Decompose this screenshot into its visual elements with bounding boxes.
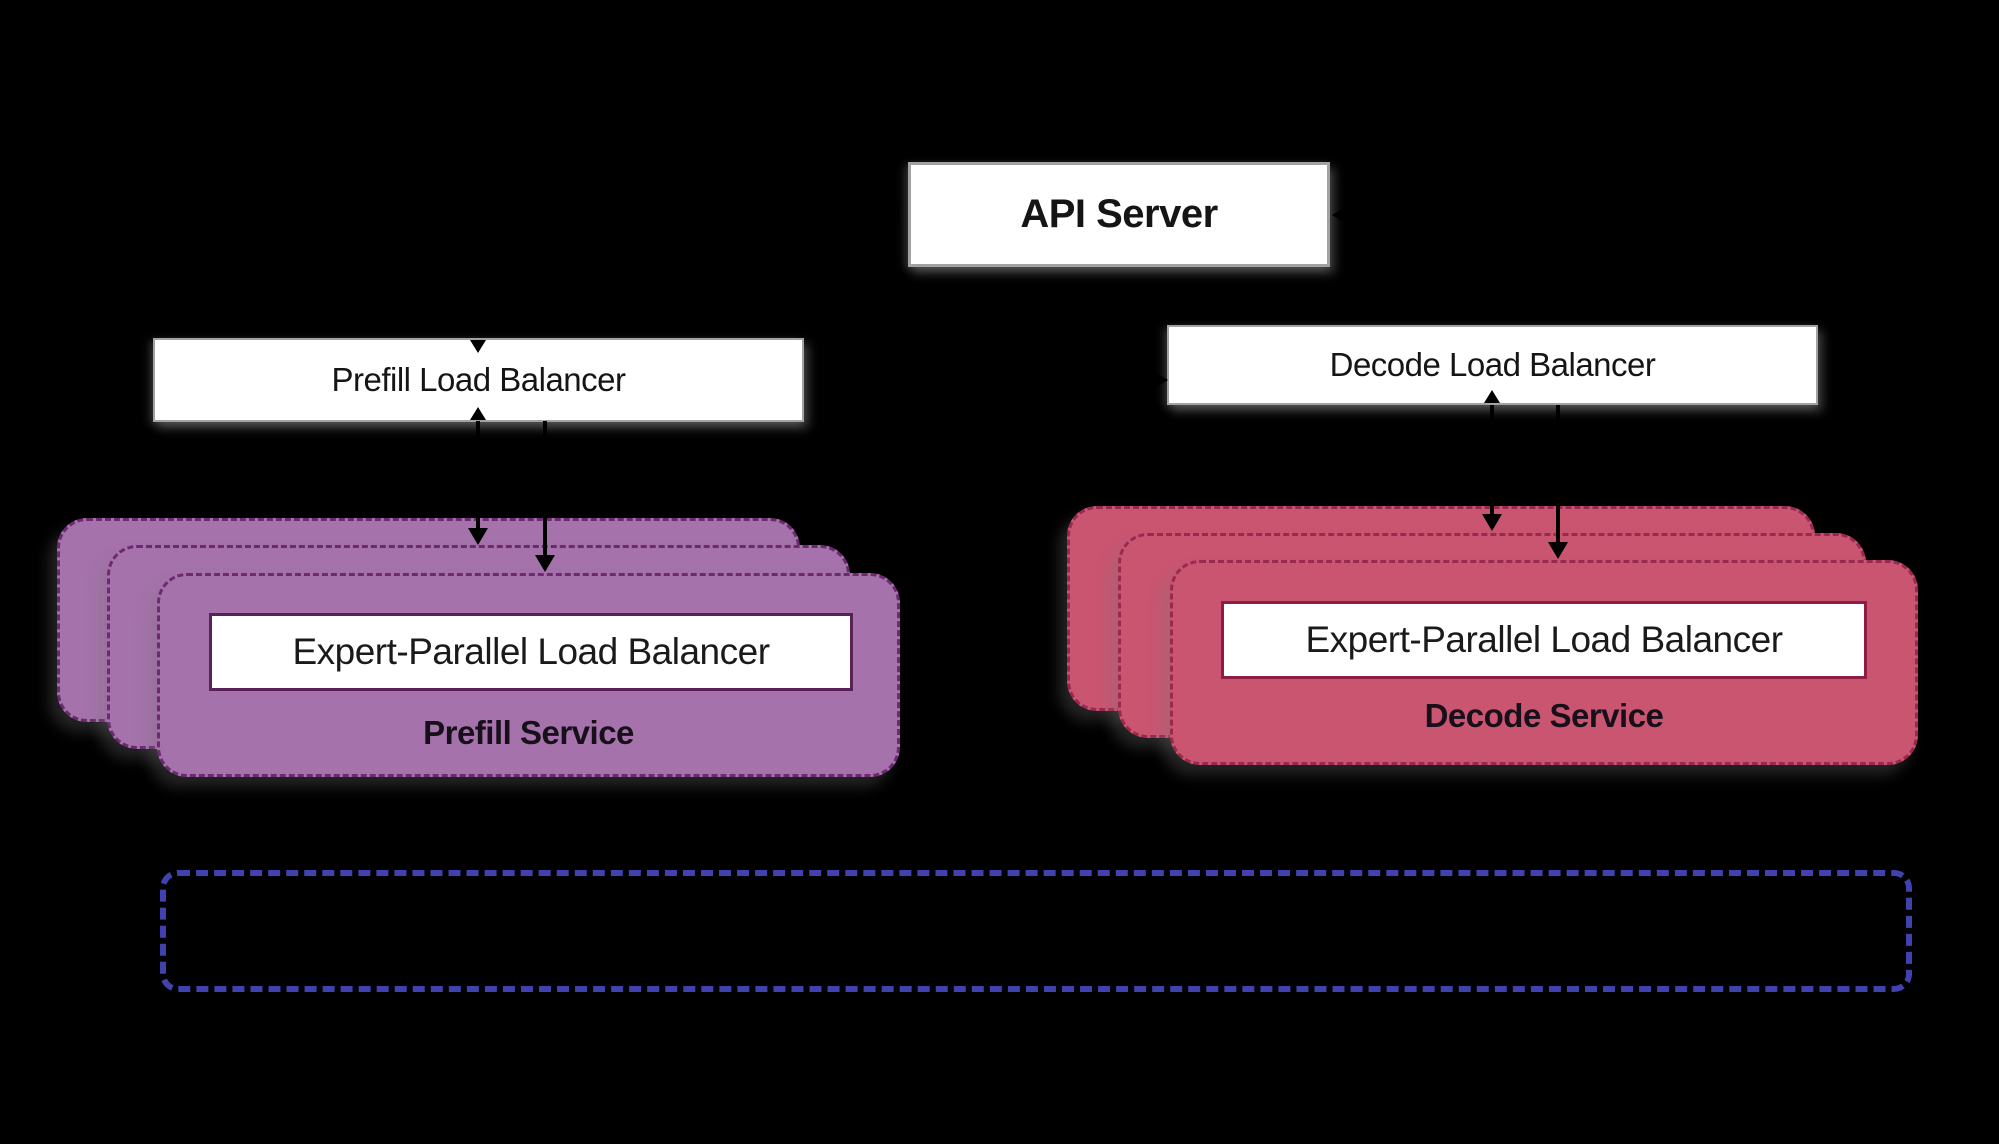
api-server-box: API Server <box>908 162 1330 267</box>
prefill-load-balancer-label: Prefill Load Balancer <box>331 361 626 398</box>
api-left-arrowhead-icon <box>884 206 899 224</box>
decode-arrow-stem-2 <box>1556 405 1560 543</box>
decode-service-label: Decode Service <box>1424 697 1664 734</box>
decode-arrowhead-down-icon-1 <box>1482 514 1502 531</box>
prefill-service-card-front: Expert-Parallel Load Balancer Prefill Se… <box>157 573 900 777</box>
worker-group-box <box>160 870 1912 992</box>
prefill-arrow-stem-2 <box>543 421 547 556</box>
prefill-arrowhead-down-icon-2 <box>535 555 555 572</box>
prefill-eplb-box: Expert-Parallel Load Balancer <box>209 613 853 691</box>
decode-eplb-label: Expert-Parallel Load Balancer <box>1305 619 1783 660</box>
prefill-service-label: Prefill Service <box>423 714 634 751</box>
decode-arrowhead-down-icon-2 <box>1548 542 1568 559</box>
prefill-bottom-arrowhead-icon <box>470 407 486 420</box>
prefill-eplb-label: Expert-Parallel Load Balancer <box>292 631 770 672</box>
decode-eplb-box: Expert-Parallel Load Balancer <box>1221 601 1867 679</box>
prefill-arrow-stem-1 <box>476 421 480 529</box>
decode-arrow-stem-1 <box>1490 405 1494 515</box>
prefill-top-arrowhead-icon <box>470 340 486 353</box>
decode-bottom-arrowhead-icon <box>1484 390 1500 403</box>
api-server-label: API Server <box>1020 192 1218 236</box>
decode-load-balancer-box: Decode Load Balancer <box>1167 325 1818 405</box>
decode-service-card-front: Expert-Parallel Load Balancer Decode Ser… <box>1170 560 1918 765</box>
api-right-arrowhead-icon <box>1332 206 1347 224</box>
decode-left-arrowhead-icon <box>1153 371 1168 389</box>
decode-load-balancer-label: Decode Load Balancer <box>1329 346 1656 383</box>
prefill-arrowhead-down-icon-1 <box>468 528 488 545</box>
